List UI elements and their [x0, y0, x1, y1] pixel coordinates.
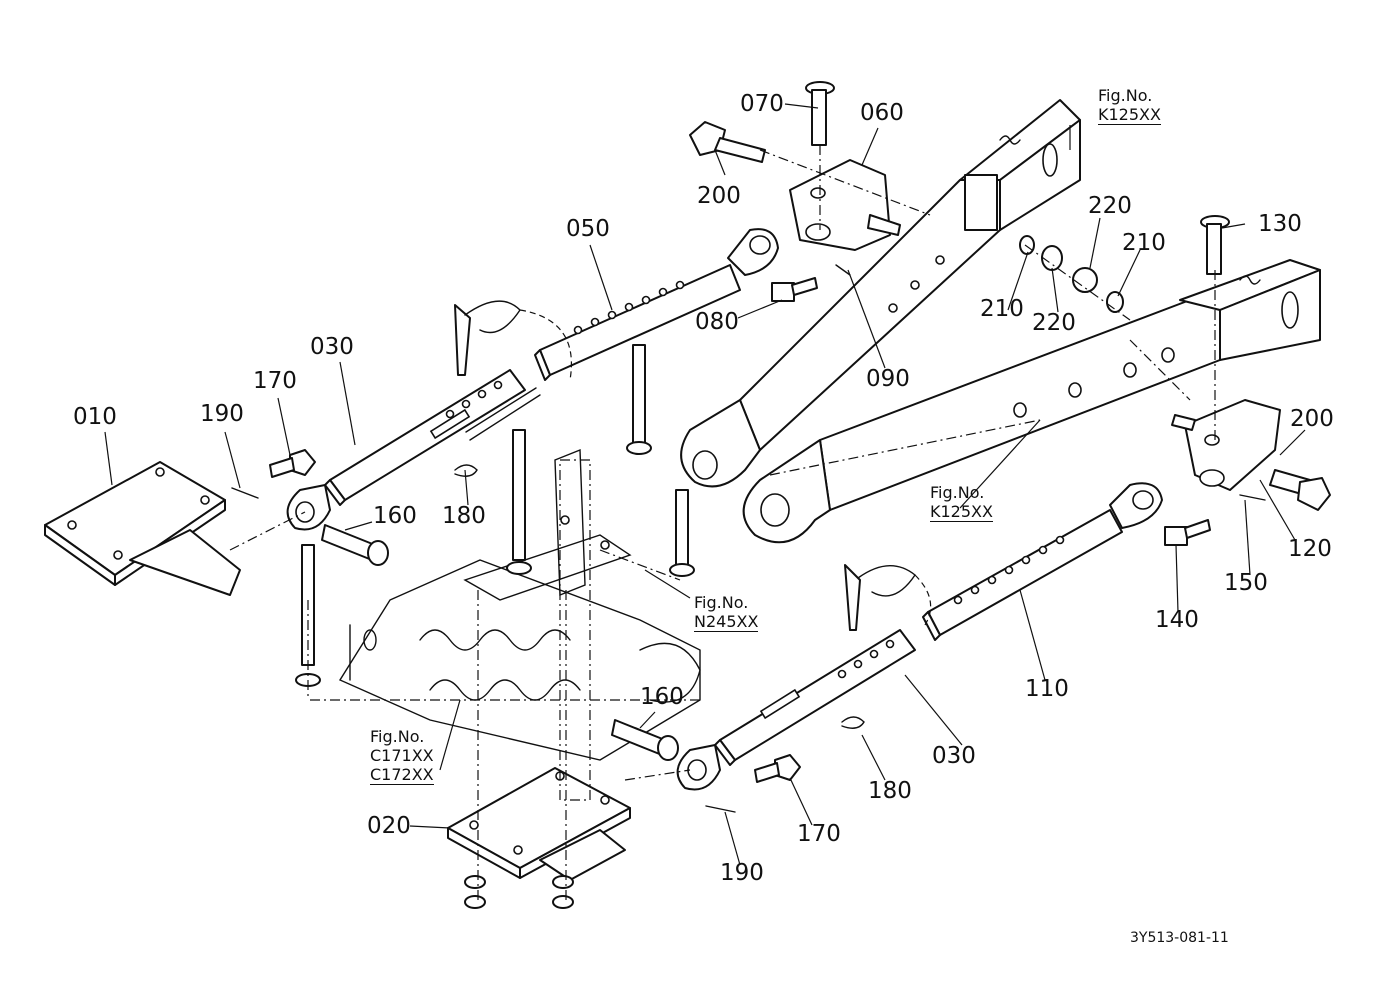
pin-080 [771, 277, 818, 302]
lynch-pins [231, 264, 1266, 813]
bolt-170-upper [269, 449, 316, 478]
label-130[interactable]: 130 [1258, 211, 1302, 237]
fig-ref-title: Fig.No. [1098, 86, 1153, 105]
label-120[interactable]: 120 [1288, 536, 1332, 562]
label-190-lower[interactable]: 190 [720, 860, 764, 886]
label-070[interactable]: 070 [740, 91, 784, 117]
label-210-left[interactable]: 210 [980, 296, 1024, 322]
label-060[interactable]: 060 [860, 100, 904, 126]
label-090[interactable]: 090 [866, 366, 910, 392]
fig-ref-title: Fig.No. [694, 593, 749, 612]
label-080[interactable]: 080 [695, 309, 739, 335]
label-020[interactable]: 020 [367, 813, 411, 839]
plate-020 [447, 767, 631, 881]
assembly-lines [229, 145, 1216, 900]
label-160-lower[interactable]: 160 [640, 684, 684, 710]
pin-160-lower [611, 719, 679, 761]
label-170-lower[interactable]: 170 [797, 821, 841, 847]
leader-lines [104, 103, 1306, 866]
pin-160-upper [321, 524, 389, 566]
bracket-060 [789, 159, 901, 251]
bolt-200-upper [689, 121, 766, 163]
label-200-lower[interactable]: 200 [1290, 406, 1334, 432]
label-050[interactable]: 050 [566, 216, 610, 242]
label-030-lower[interactable]: 030 [932, 743, 976, 769]
label-140[interactable]: 140 [1155, 607, 1199, 633]
pin-130 [1200, 215, 1230, 275]
fig-ref-k125-mid[interactable]: Fig.No. K125XX [930, 483, 993, 522]
label-220-upper[interactable]: 220 [1088, 193, 1132, 219]
check-link-030-lower [676, 629, 916, 791]
chains [519, 309, 932, 626]
lower-link-arm-lower [742, 259, 1321, 544]
label-010[interactable]: 010 [73, 404, 117, 430]
lower-link-arm-upper [680, 99, 1081, 488]
housing-c171 [310, 559, 701, 761]
plate-010 [44, 461, 241, 596]
nuts-washers [464, 235, 1124, 909]
fig-ref-n245[interactable]: Fig.No. N245XX [694, 593, 759, 632]
label-180-lower[interactable]: 180 [868, 778, 912, 804]
fig-ref-c17x[interactable]: Fig.No. C171XX C172XX [370, 727, 434, 785]
label-190-upper[interactable]: 190 [200, 401, 244, 427]
label-210-right[interactable]: 210 [1122, 230, 1166, 256]
bracket-120 [1171, 399, 1281, 491]
label-110[interactable]: 110 [1025, 676, 1069, 702]
fig-ref-code: K125XX [930, 502, 993, 522]
fig-ref-code: K125XX [1098, 105, 1161, 125]
fig-ref-code: N245XX [694, 612, 759, 632]
fig-ref-k125-top[interactable]: Fig.No. K125XX [1098, 86, 1161, 125]
label-170-upper[interactable]: 170 [253, 368, 297, 394]
label-220-lower[interactable]: 220 [1032, 310, 1076, 336]
label-030-upper[interactable]: 030 [310, 334, 354, 360]
label-160-upper[interactable]: 160 [373, 503, 417, 529]
pin-070 [805, 81, 835, 146]
label-150[interactable]: 150 [1224, 570, 1268, 596]
fig-ref-title: Fig.No. [370, 727, 425, 746]
drawing-code: 3Y513-081-11 [1130, 930, 1229, 946]
label-180-upper[interactable]: 180 [442, 503, 486, 529]
bolt-200-lower [1269, 469, 1331, 511]
fig-ref-title: Fig.No. [930, 483, 985, 502]
fig-ref-code-2: C172XX [370, 765, 434, 785]
label-200-upper[interactable]: 200 [697, 183, 741, 209]
top-link-050 [534, 228, 779, 381]
bolt-170-lower [754, 754, 801, 783]
link-110 [922, 482, 1163, 641]
fig-ref-code-1: C171XX [370, 746, 434, 765]
pin-140 [1164, 519, 1211, 546]
